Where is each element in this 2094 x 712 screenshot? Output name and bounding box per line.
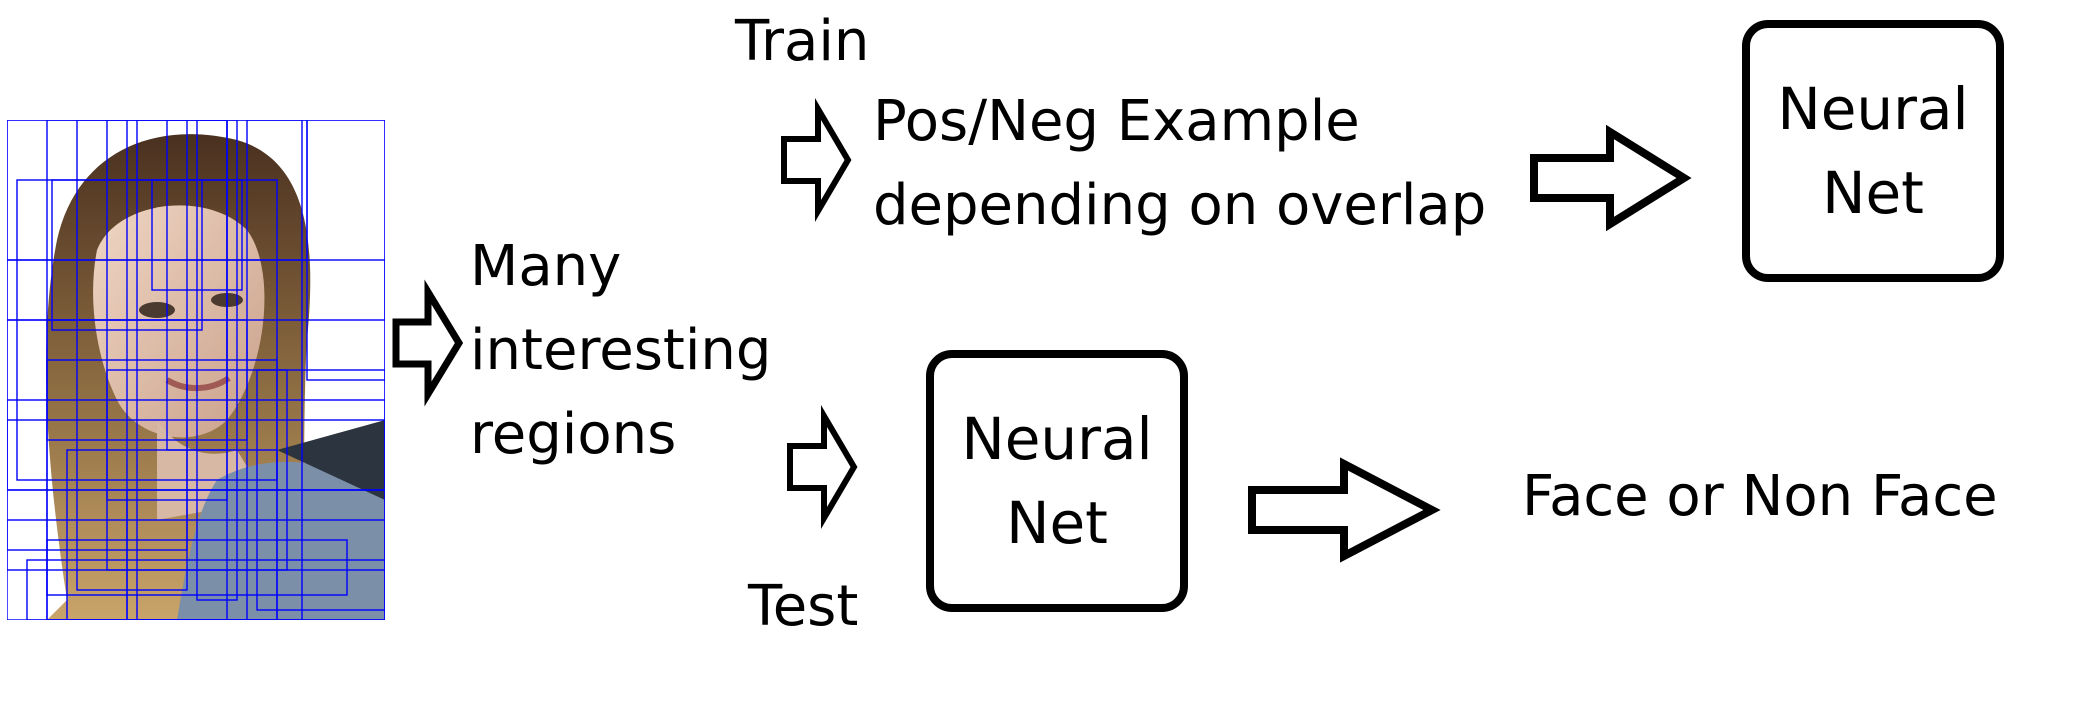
input-photo-with-region-boxes [7,120,385,620]
hollow-right-arrow-icon [392,279,464,407]
regions-label: Many interesting regions [470,225,771,477]
regions-label-line-3: regions [470,402,677,467]
test-neural-net-line-2: Net [1006,489,1108,557]
training-examples-line-1: Pos/Neg Example [873,89,1360,154]
test-neural-net-line-1: Neural [961,405,1153,473]
training-examples-label: Pos/Neg Example depending on overlap [873,80,1486,248]
test-label: Test [748,574,859,639]
hollow-right-arrow-icon [1248,457,1441,563]
portrait-figure [46,134,385,620]
train-neural-net-line-2: Net [1822,159,1924,227]
train-neural-net-line-1: Neural [1777,75,1969,143]
regions-label-line-2: interesting [470,318,772,383]
test-neural-net-box: Neural Net [926,350,1188,612]
regions-label-line-1: Many [470,234,622,299]
hollow-right-arrow-icon [787,404,858,530]
training-examples-line-2: depending on overlap [873,173,1487,238]
train-label: Train [735,9,870,74]
hollow-right-arrow-icon [1530,124,1692,232]
train-neural-net-box: Neural Net [1742,20,2004,282]
test-output-label: Face or Non Face [1522,464,1998,529]
hollow-right-arrow-icon [781,97,852,223]
region-boxes [7,120,385,620]
